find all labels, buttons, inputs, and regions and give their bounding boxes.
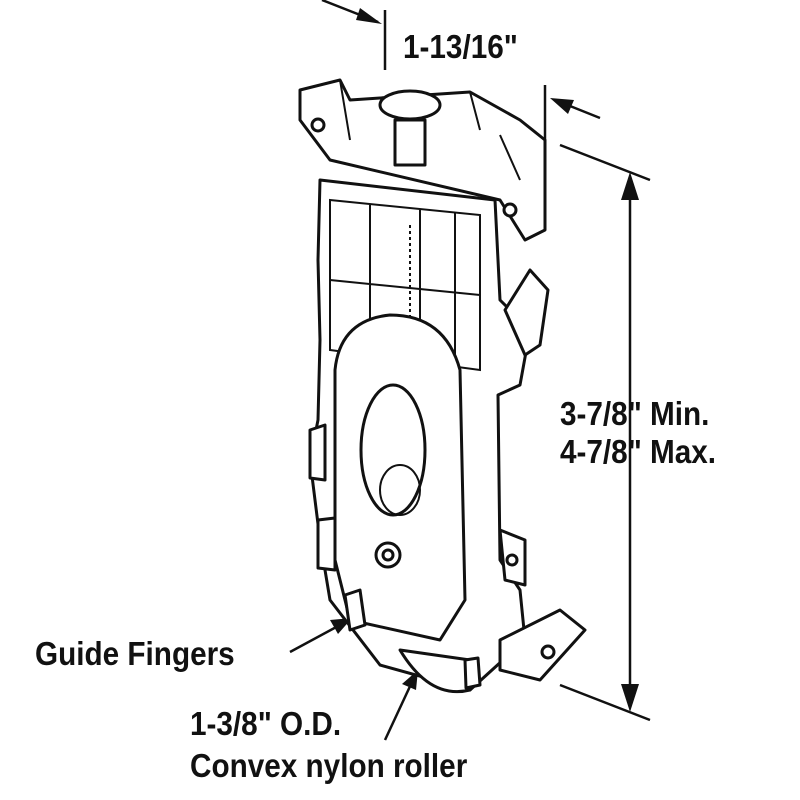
roller-type-label: Convex nylon roller bbox=[190, 747, 468, 784]
width-dimension bbox=[321, 0, 601, 140]
height-max-label: 4-7/8" Max. bbox=[560, 433, 717, 470]
height-dimension bbox=[559, 143, 651, 722]
width-dimension-label: 1-13/16" bbox=[403, 28, 518, 65]
height-min-label: 3-7/8" Min. bbox=[560, 395, 710, 432]
guide-fingers-label: Guide Fingers bbox=[35, 635, 235, 672]
roller-housing bbox=[298, 78, 587, 694]
roller-size-label: 1-3/8" O.D. bbox=[190, 705, 342, 742]
